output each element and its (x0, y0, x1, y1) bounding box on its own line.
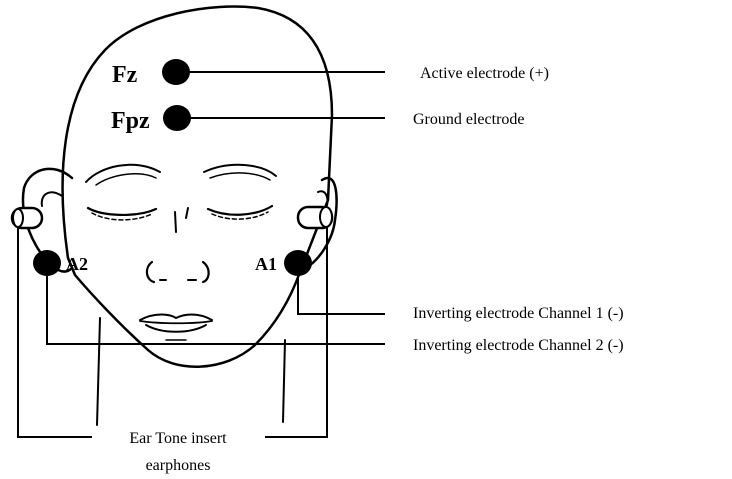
a1-electrode (284, 250, 312, 276)
a2-electrode (33, 250, 61, 276)
mouth-line (140, 321, 212, 323)
earphones-callout-line2: earphones (146, 457, 211, 474)
earphones-callout-line1: Ear Tone insert (129, 430, 227, 447)
nose-bridge-right (186, 208, 188, 218)
fpz-electrode (163, 105, 191, 131)
eyebrow-right (204, 165, 276, 176)
fpz-label: Fpz (111, 108, 150, 134)
eyebrow-left (86, 165, 160, 182)
earphone-left (12, 208, 42, 228)
earphone-right-tip (320, 207, 332, 227)
ground-electrode-callout: Ground electrode (413, 111, 525, 128)
ear-right-inner (318, 191, 328, 208)
eyebrow-left-2 (96, 174, 156, 185)
nostril-left (147, 262, 154, 282)
earphone-right (298, 207, 332, 228)
mouth-upper (140, 315, 212, 321)
neck-right (283, 340, 285, 422)
eye-right (208, 206, 272, 215)
a1-lead-line (298, 264, 385, 314)
head-outline (63, 7, 332, 367)
fz-label: Fz (112, 62, 138, 88)
active-electrode-callout: Active electrode (+) (420, 65, 549, 82)
eye-left (88, 208, 156, 215)
mouth-lower (146, 325, 206, 332)
ear-left-inner (42, 192, 62, 206)
a1-label: A1 (255, 254, 277, 274)
inverting-ch1-callout: Inverting electrode Channel 1 (-) (413, 305, 624, 322)
nose-bridge-left (175, 212, 176, 232)
inverting-ch2-callout: Inverting electrode Channel 2 (-) (413, 337, 624, 354)
earphone-left-tip (13, 209, 23, 227)
fz-electrode (162, 59, 190, 85)
a2-label: A2 (66, 254, 88, 274)
a2-lead-line (47, 264, 385, 344)
neck-left (97, 318, 100, 425)
nostril-right (203, 262, 209, 282)
electrodes (33, 59, 312, 276)
eyebrow-right-2 (210, 173, 270, 180)
